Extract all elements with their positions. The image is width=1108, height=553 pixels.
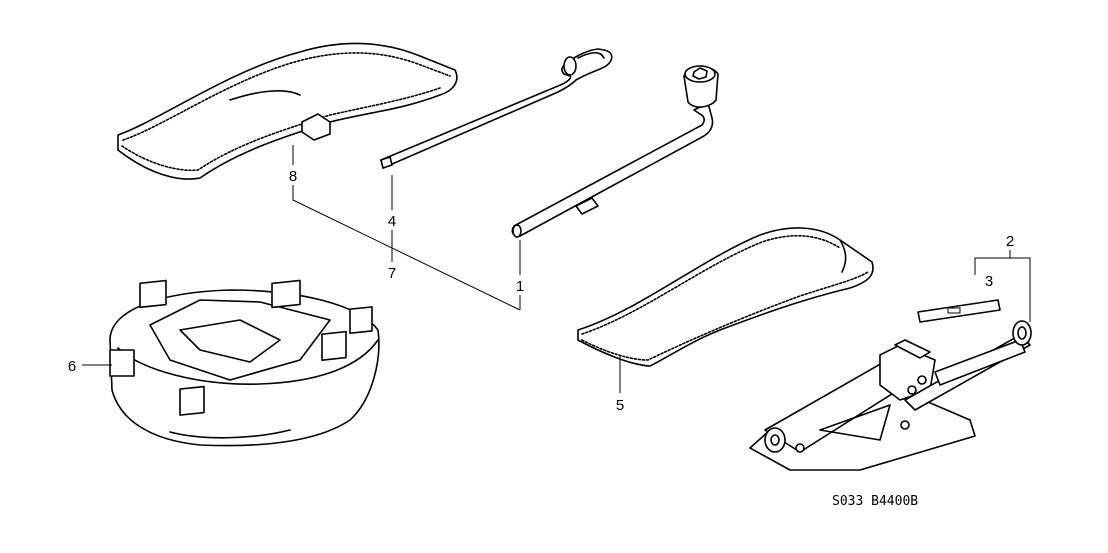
- jack-handle: [380, 48, 613, 169]
- jack: [749, 320, 1032, 471]
- callout-7: 7: [388, 265, 396, 282]
- callout-5: 5: [616, 397, 624, 414]
- tool-bag-upper: [117, 42, 458, 180]
- callout-3: 3: [985, 273, 993, 290]
- callout-4: 4: [388, 213, 396, 230]
- jack-plate: [917, 299, 1001, 323]
- callout-6: 6: [68, 358, 76, 375]
- callout-2: 2: [1006, 233, 1014, 250]
- tool-bag-lower: [577, 227, 874, 367]
- wheel-nut-wrench: [511, 65, 719, 238]
- spare-tire-tool-tray: [109, 279, 380, 447]
- diagram-code: S033 B4400B: [832, 494, 918, 509]
- callout-1: 1: [516, 278, 524, 295]
- callout-8: 8: [289, 168, 297, 185]
- leader-lines: [82, 145, 1031, 393]
